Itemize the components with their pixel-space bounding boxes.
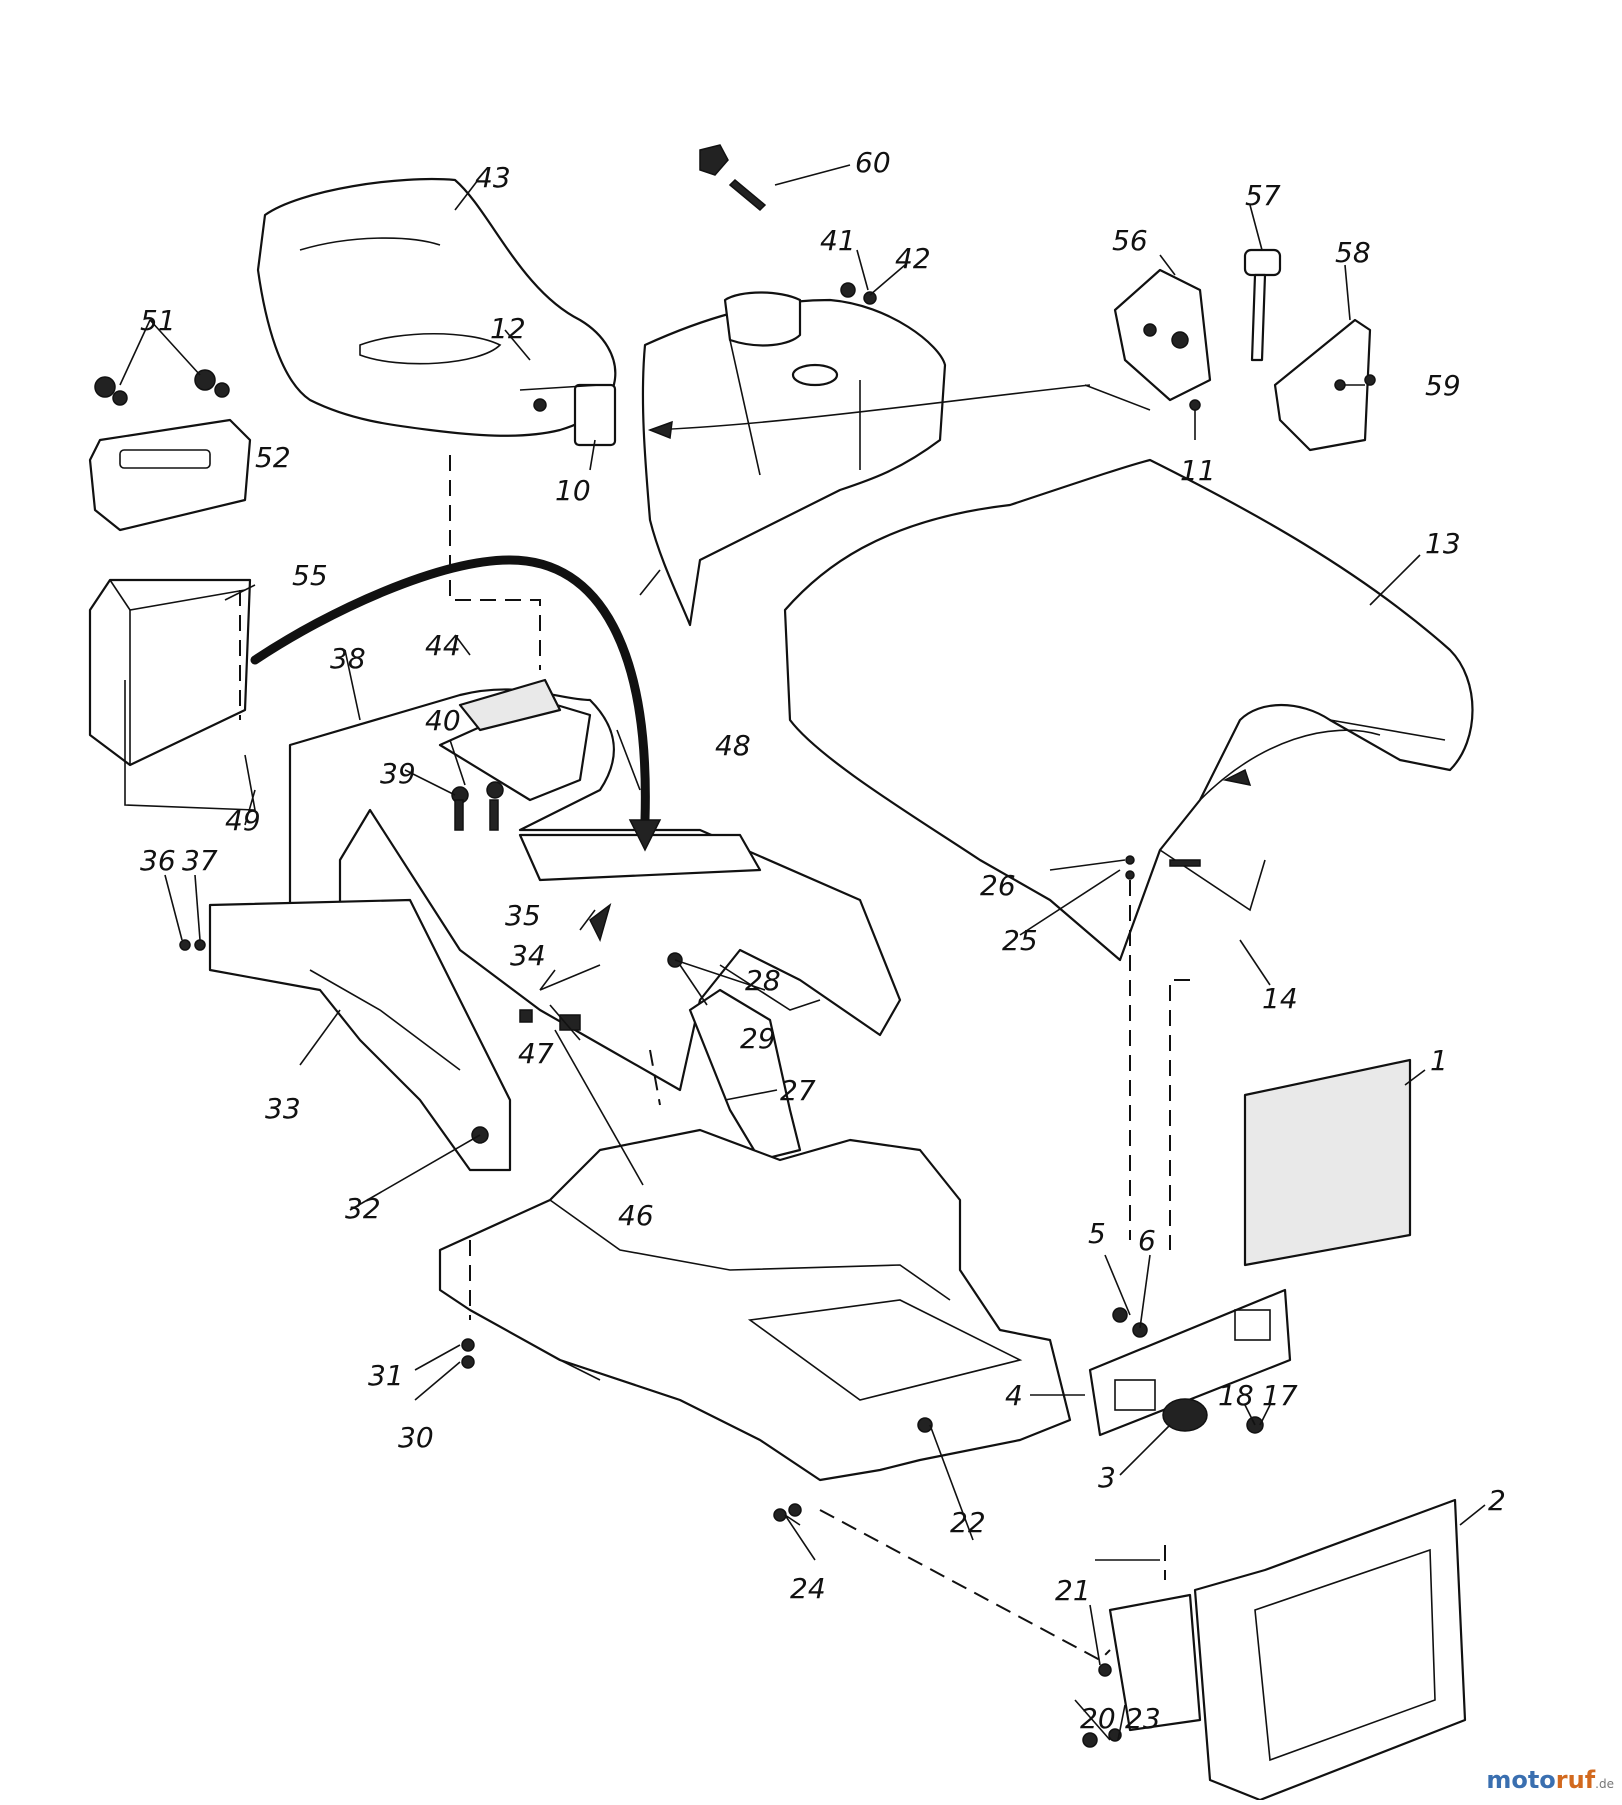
callout-18: 18: [1218, 1379, 1254, 1412]
grille-plate: [1088, 1288, 1292, 1437]
callout-2: 2: [1488, 1484, 1506, 1517]
screw-41-42: [840, 282, 877, 305]
callout-3: 3: [1098, 1461, 1116, 1494]
callout-43: 43: [475, 161, 511, 194]
callout-24: 24: [790, 1572, 826, 1605]
callout-20: 20: [1080, 1702, 1116, 1735]
left-footrest: [208, 898, 512, 1172]
callout-39: 39: [380, 757, 416, 790]
callout-31: 31: [368, 1359, 404, 1392]
callout-56: 56: [1112, 224, 1148, 257]
callout-22: 22: [950, 1506, 986, 1539]
callout-25: 25: [1002, 924, 1038, 957]
callout-42: 42: [895, 242, 931, 275]
seat: [256, 177, 617, 437]
ignition-key: [699, 144, 851, 212]
hardware: [179, 374, 1376, 1748]
dashboard-console: [639, 291, 947, 627]
grille-frame: [1108, 1498, 1467, 1802]
leader-lines: [119, 179, 1486, 1741]
right-support: [688, 988, 802, 1162]
battery-cover: [88, 418, 252, 532]
grille-screen: [1243, 1058, 1412, 1267]
callout-40: 40: [425, 704, 461, 737]
watermark-part-b: ruf: [1555, 1766, 1596, 1794]
callout-60: 60: [855, 146, 891, 179]
floor-pan: [438, 1128, 1072, 1482]
callout-48: 48: [715, 729, 751, 762]
callout-57: 57: [1245, 179, 1281, 212]
callout-51: 51: [140, 304, 176, 337]
callout-47: 47: [518, 1037, 554, 1070]
callout-41: 41: [820, 224, 856, 257]
callout-17: 17: [1262, 1379, 1298, 1412]
callout-46: 46: [618, 1199, 654, 1232]
callout-32: 32: [345, 1192, 381, 1225]
callout-12: 12: [490, 312, 526, 345]
watermark-part-a: moto: [1486, 1766, 1556, 1794]
callout-labels: 1 2 3 4 5 6 10 11 12 13 14 17 18 20 21 2…: [140, 146, 1506, 1735]
callout-28: 28: [745, 964, 781, 997]
callout-36: 36: [140, 844, 176, 877]
callout-21: 21: [1055, 1574, 1091, 1607]
callout-33: 33: [265, 1092, 301, 1125]
throttle-cable: [649, 384, 1091, 431]
callout-49: 49: [225, 804, 261, 837]
callout-52: 52: [255, 441, 291, 474]
callout-6: 6: [1138, 1224, 1156, 1257]
battery-cable: [250, 555, 650, 825]
callout-1: 1: [1430, 1044, 1448, 1077]
watermark-part-c: .de: [1595, 1777, 1614, 1791]
callout-30: 30: [398, 1421, 434, 1454]
site-watermark: motoruf.de: [1486, 1766, 1614, 1794]
callout-34: 34: [510, 939, 546, 972]
callout-26: 26: [980, 869, 1016, 902]
throttle-bracket: [1084, 248, 1372, 452]
callout-4: 4: [1005, 1379, 1023, 1412]
callout-55: 55: [292, 559, 328, 592]
callout-5: 5: [1088, 1217, 1106, 1250]
callout-23: 23: [1125, 1702, 1161, 1735]
callout-29: 29: [740, 1022, 776, 1055]
callout-59: 59: [1425, 369, 1461, 402]
callout-11: 11: [1180, 454, 1216, 487]
callout-13: 13: [1425, 527, 1461, 560]
callout-35: 35: [505, 899, 541, 932]
callout-44: 44: [425, 629, 461, 662]
assembly-lines: [239, 455, 1190, 1662]
hood: [783, 458, 1474, 962]
hold-down-rod: [124, 680, 256, 811]
callout-38: 38: [330, 642, 366, 675]
callout-58: 58: [1335, 236, 1371, 269]
battery: [88, 578, 252, 767]
battery-nuts: [94, 369, 230, 406]
callout-37: 37: [182, 844, 218, 877]
callout-14: 14: [1262, 982, 1298, 1015]
seat-switch: [519, 383, 617, 447]
callout-27: 27: [780, 1074, 816, 1107]
callout-10: 10: [555, 474, 591, 507]
